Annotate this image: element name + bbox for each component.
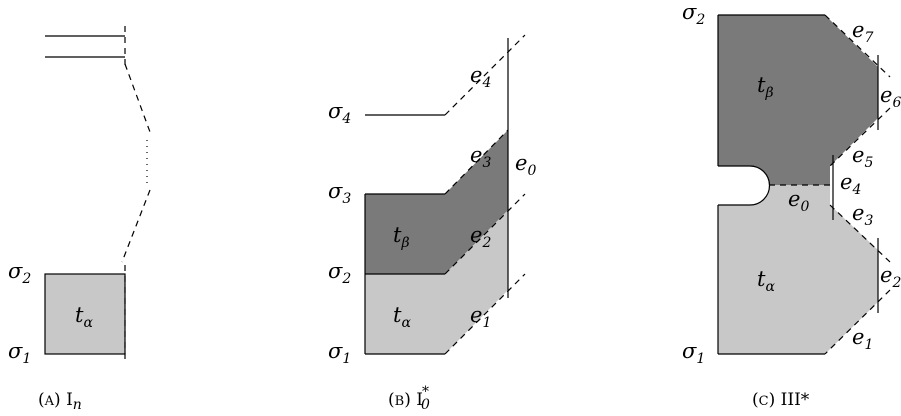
label-e3: e3 (852, 201, 873, 229)
label-e0: e0 (515, 151, 536, 179)
label-t-beta: tβ (757, 73, 774, 101)
notch-outline (718, 165, 771, 206)
t-alpha-region (44, 273, 126, 355)
panel-b: σ4 σ3 σ2 σ1 tβ tα e4 e3 e2 e1 e0 (B) I*0 (328, 34, 536, 413)
t-alpha-region (718, 185, 878, 354)
label-t-alpha: tα (393, 303, 411, 331)
label-e4: e4 (470, 63, 491, 91)
label-sigma3: σ3 (328, 179, 351, 207)
label-e3: e3 (470, 143, 491, 171)
label-e2: e2 (880, 263, 901, 291)
t-alpha-region (365, 210, 508, 354)
e1-dashed (444, 273, 526, 355)
label-e2: e2 (470, 223, 491, 251)
e7-dashed (824, 14, 891, 78)
label-e4: e4 (840, 170, 861, 198)
label-sigma4: σ4 (328, 99, 351, 127)
e2-dashed (444, 193, 526, 275)
label-e1: e1 (470, 303, 491, 331)
dashed-diagonal-lower (121, 189, 151, 263)
caption-b: (B) I*0 (388, 384, 430, 413)
label-t-alpha: tα (75, 303, 93, 331)
e3-dashed (829, 204, 891, 263)
caption-c: (C) III* (752, 390, 810, 410)
caption-a: (A) In (38, 390, 82, 413)
dashed-diagonal-upper (124, 63, 151, 133)
label-t-alpha: tα (757, 267, 775, 295)
label-e0: e0 (788, 187, 809, 215)
e4-dashed (444, 34, 526, 116)
label-sigma1: σ1 (682, 339, 705, 367)
label-e7: e7 (852, 18, 873, 46)
panel-a: σ2 σ1 tα (A) In (8, 26, 151, 413)
label-sigma1: σ1 (8, 339, 31, 367)
label-e6: e6 (880, 83, 901, 111)
label-sigma1: σ1 (328, 339, 351, 367)
label-sigma2: σ2 (328, 259, 351, 287)
e3-dashed (444, 129, 509, 195)
e5-dashed (829, 107, 891, 167)
panel-c: σ2 σ1 tβ tα e7 e6 e5 e4 e0 e3 e2 e1 (C) … (682, 0, 901, 410)
t-beta-region (365, 130, 508, 274)
label-t-beta: tβ (393, 223, 410, 251)
label-e1: e1 (852, 325, 873, 353)
e1-dashed (824, 289, 891, 355)
label-sigma2: σ2 (682, 0, 705, 28)
t-beta-region (718, 15, 878, 185)
label-sigma2: σ2 (8, 259, 31, 287)
label-e5: e5 (852, 143, 873, 171)
